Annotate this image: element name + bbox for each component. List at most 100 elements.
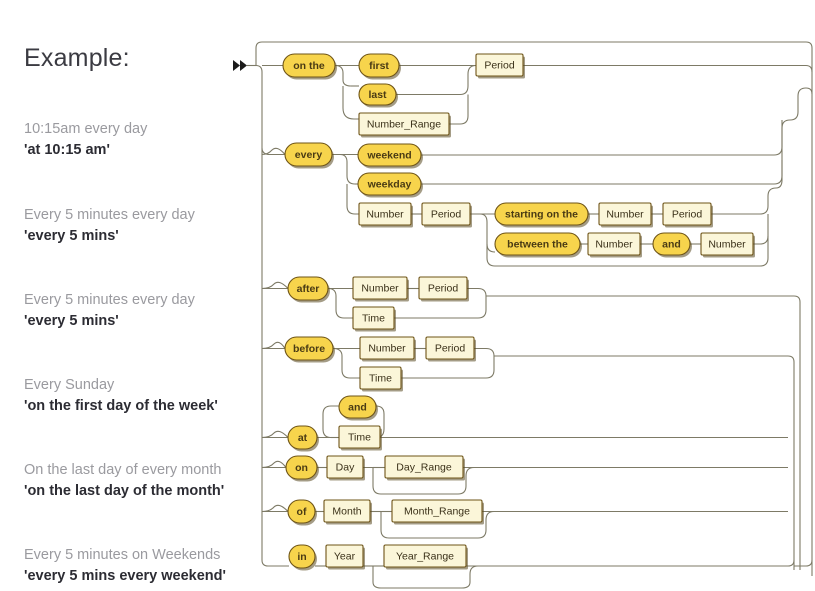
terminal-node-first[interactable]: first bbox=[358, 53, 401, 80]
node-box[interactable] bbox=[288, 544, 316, 569]
node-box[interactable] bbox=[425, 336, 475, 360]
node-box[interactable] bbox=[285, 455, 318, 480]
node-box[interactable] bbox=[325, 544, 364, 568]
node-box[interactable] bbox=[418, 276, 468, 300]
node-box[interactable] bbox=[338, 395, 377, 419]
terminal-node-of[interactable]: of bbox=[287, 499, 317, 526]
terminal-node-at[interactable]: at bbox=[287, 425, 319, 452]
nonterminal-node-number-range[interactable]: Number_Range bbox=[358, 112, 451, 138]
node-box[interactable] bbox=[359, 366, 402, 390]
nonterminal-node-time-before[interactable]: Time bbox=[359, 366, 403, 392]
terminal-node-in[interactable]: in bbox=[288, 544, 317, 571]
nonterminal-node-period-1[interactable]: Period bbox=[475, 53, 525, 79]
node-box[interactable] bbox=[358, 112, 450, 136]
node-box[interactable] bbox=[475, 53, 524, 77]
terminal-node-starting-on-the[interactable]: starting on the bbox=[494, 202, 590, 228]
node-box[interactable] bbox=[391, 499, 483, 523]
example-item: On the last day of every month 'on the l… bbox=[24, 461, 254, 502]
node-label: Year_Range bbox=[396, 551, 454, 563]
example-code: 'every 5 mins every weekend' bbox=[24, 568, 226, 584]
examples-panel: Example: 10:15am every day 'at 10:15 am'… bbox=[24, 44, 254, 587]
example-item: 10:15am every day 'at 10:15 am' bbox=[24, 120, 254, 161]
terminal-node-after[interactable]: after bbox=[287, 276, 330, 303]
node-label: of bbox=[297, 506, 307, 518]
node-label: Number bbox=[595, 239, 633, 251]
node-box[interactable] bbox=[352, 306, 395, 330]
node-box[interactable] bbox=[662, 202, 712, 226]
diagram-rails bbox=[255, 41, 813, 589]
nonterminal-node-month[interactable]: Month bbox=[323, 499, 372, 525]
node-box[interactable] bbox=[287, 425, 318, 450]
nonterminal-node-period-start[interactable]: Period bbox=[662, 202, 713, 228]
node-box[interactable] bbox=[357, 172, 422, 196]
node-box[interactable] bbox=[326, 455, 364, 479]
nonterminal-node-month-range[interactable]: Month_Range bbox=[391, 499, 484, 525]
example-description: Every 5 minutes every day bbox=[24, 292, 195, 308]
node-box[interactable] bbox=[338, 425, 381, 449]
nonterminal-node-period-after[interactable]: Period bbox=[418, 276, 469, 302]
node-label: weekday bbox=[367, 179, 412, 191]
terminal-node-and-at[interactable]: and bbox=[338, 395, 378, 421]
terminal-node-on-the[interactable]: on the bbox=[282, 53, 337, 80]
terminal-node-between-the[interactable]: between the bbox=[494, 232, 582, 258]
terminal-node-weekend[interactable]: weekend bbox=[357, 143, 423, 169]
nonterminal-node-number-after[interactable]: Number bbox=[352, 276, 409, 302]
nonterminal-node-number-every[interactable]: Number bbox=[358, 202, 413, 228]
nonterminal-node-time-after[interactable]: Time bbox=[352, 306, 396, 332]
example-description: 10:15am every day bbox=[24, 121, 148, 137]
node-label: on bbox=[295, 462, 308, 474]
node-box[interactable] bbox=[323, 499, 371, 523]
node-box[interactable] bbox=[383, 544, 467, 568]
node-label: Number bbox=[368, 343, 406, 355]
node-label: and bbox=[348, 402, 367, 414]
node-box[interactable] bbox=[587, 232, 641, 256]
terminal-node-before[interactable]: before bbox=[284, 336, 335, 363]
node-box[interactable] bbox=[358, 83, 397, 106]
node-box[interactable] bbox=[598, 202, 652, 226]
node-box[interactable] bbox=[282, 53, 336, 78]
node-label: and bbox=[662, 239, 681, 251]
page-title: Example: bbox=[24, 44, 130, 72]
node-box[interactable] bbox=[358, 202, 412, 226]
node-box[interactable] bbox=[284, 142, 333, 167]
node-box[interactable] bbox=[384, 455, 464, 479]
node-label: Number bbox=[708, 239, 746, 251]
node-box[interactable] bbox=[287, 499, 316, 524]
node-box[interactable] bbox=[652, 232, 691, 256]
nonterminal-node-period-before[interactable]: Period bbox=[425, 336, 476, 362]
nonterminal-node-period-every[interactable]: Period bbox=[421, 202, 472, 228]
node-box[interactable] bbox=[284, 336, 334, 361]
example-code: 'on the last day of the month' bbox=[24, 483, 225, 499]
nonterminal-node-day[interactable]: Day bbox=[326, 455, 365, 481]
node-box[interactable] bbox=[357, 143, 422, 167]
nonterminal-node-time-at[interactable]: Time bbox=[338, 425, 382, 451]
terminal-node-weekday[interactable]: weekday bbox=[357, 172, 423, 198]
node-box[interactable] bbox=[359, 336, 415, 360]
nonterminal-node-number-btw-1[interactable]: Number bbox=[587, 232, 642, 258]
node-label: Period bbox=[672, 209, 703, 221]
node-box[interactable] bbox=[358, 53, 400, 78]
terminal-node-and-every[interactable]: and bbox=[652, 232, 692, 258]
node-label: at bbox=[298, 432, 308, 444]
node-label: Period bbox=[484, 60, 515, 72]
nonterminal-node-number-before[interactable]: Number bbox=[359, 336, 416, 362]
nonterminal-node-year[interactable]: Year bbox=[325, 544, 365, 570]
nonterminal-node-number-btw-2[interactable]: Number bbox=[700, 232, 755, 258]
terminal-node-every[interactable]: every bbox=[284, 142, 334, 169]
nonterminal-node-day-range[interactable]: Day_Range bbox=[384, 455, 465, 481]
terminal-node-last[interactable]: last bbox=[358, 83, 398, 108]
node-box[interactable] bbox=[494, 202, 589, 226]
node-box[interactable] bbox=[700, 232, 754, 256]
example-code: 'at 10:15 am' bbox=[24, 142, 110, 158]
nonterminal-node-number-start[interactable]: Number bbox=[598, 202, 653, 228]
terminal-node-on[interactable]: on bbox=[285, 455, 319, 482]
node-box[interactable] bbox=[352, 276, 408, 300]
example-item: Every Sunday 'on the first day of the we… bbox=[24, 376, 254, 417]
node-box[interactable] bbox=[494, 232, 581, 256]
node-label: Time bbox=[348, 432, 371, 444]
node-box[interactable] bbox=[287, 276, 329, 301]
node-box[interactable] bbox=[421, 202, 471, 226]
node-label: first bbox=[369, 60, 389, 72]
nonterminal-node-year-range[interactable]: Year_Range bbox=[383, 544, 468, 570]
